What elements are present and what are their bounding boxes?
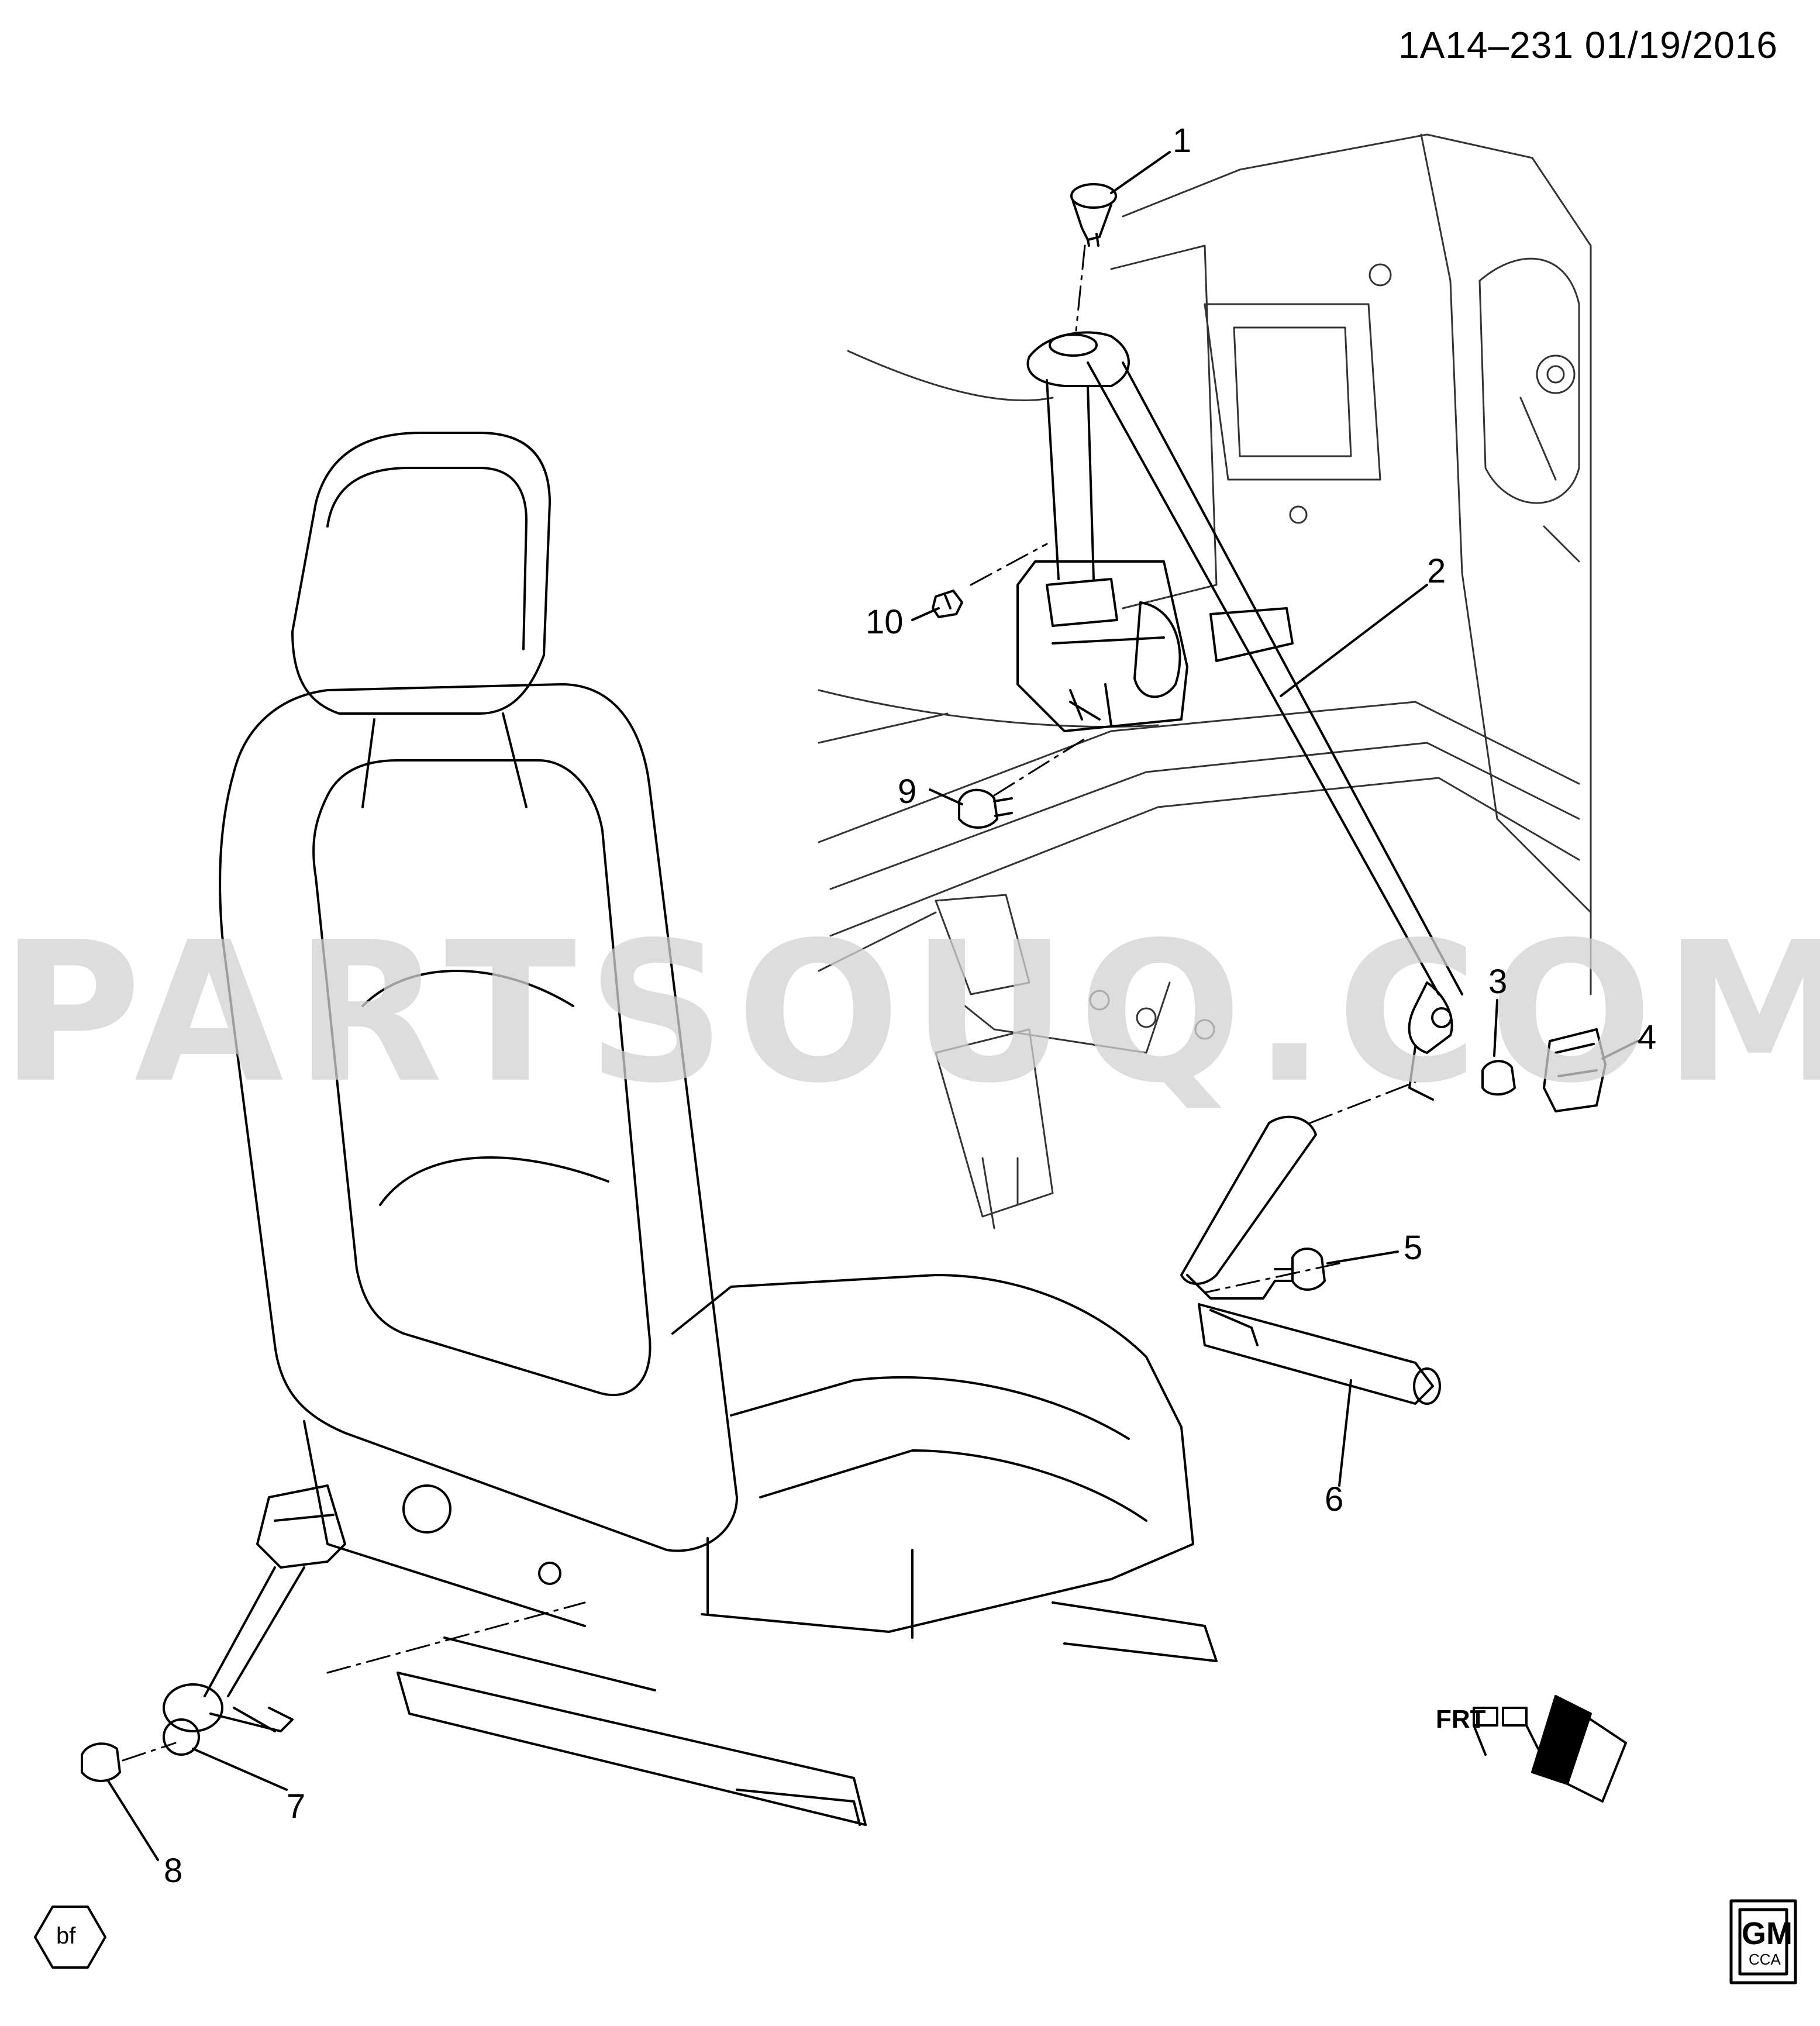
- part-6-belt-height-adjuster: [1180, 1115, 1441, 1405]
- gm-badge-frame: [1729, 1899, 1797, 1984]
- gm-logo: GM: [1742, 1916, 1793, 1951]
- callout-4: 4: [1638, 1018, 1657, 1056]
- callout-8: 8: [164, 1852, 183, 1890]
- front-label: FRT: [1436, 1705, 1486, 1734]
- part-3-nut: [1481, 1060, 1516, 1096]
- diagram-reference: 1A14–231 01/19/2016: [1398, 24, 1778, 66]
- bf-hexagon-badge: [34, 1906, 106, 1969]
- part-10-bolt: [932, 590, 963, 618]
- callout-1: 1: [1173, 122, 1192, 160]
- gm-logo-sub: CCA: [1749, 1951, 1781, 1968]
- callout-3: 3: [1488, 963, 1508, 1001]
- part-4-cover: [1543, 1028, 1607, 1112]
- part-2-seat-belt-retractor: [1016, 331, 1463, 1101]
- part-8-nut: [81, 1742, 121, 1782]
- callout-10: 10: [866, 603, 904, 641]
- front-orientation-arrow: [1473, 1695, 1627, 1803]
- part-7-seat-belt-buckle: [163, 1484, 346, 1756]
- assembly-centerlines: [122, 244, 1416, 1762]
- part-5-bolt: [1274, 1248, 1326, 1291]
- callout-2: 2: [1427, 552, 1446, 590]
- part-9-bolt: [958, 788, 1013, 829]
- callout-5: 5: [1404, 1229, 1423, 1267]
- callout-7: 7: [287, 1787, 306, 1825]
- bf-tag: bf: [56, 1923, 76, 1949]
- vehicle-body-structure: [818, 133, 1592, 1229]
- callout-leaders: [107, 151, 1639, 1861]
- part-1-bolt: [1070, 183, 1117, 247]
- callout-9: 9: [898, 773, 917, 811]
- seat-assembly: [219, 432, 1218, 1826]
- callout-6: 6: [1325, 1480, 1344, 1518]
- watermark: PARTSOUQ.COM: [0, 901, 1820, 1125]
